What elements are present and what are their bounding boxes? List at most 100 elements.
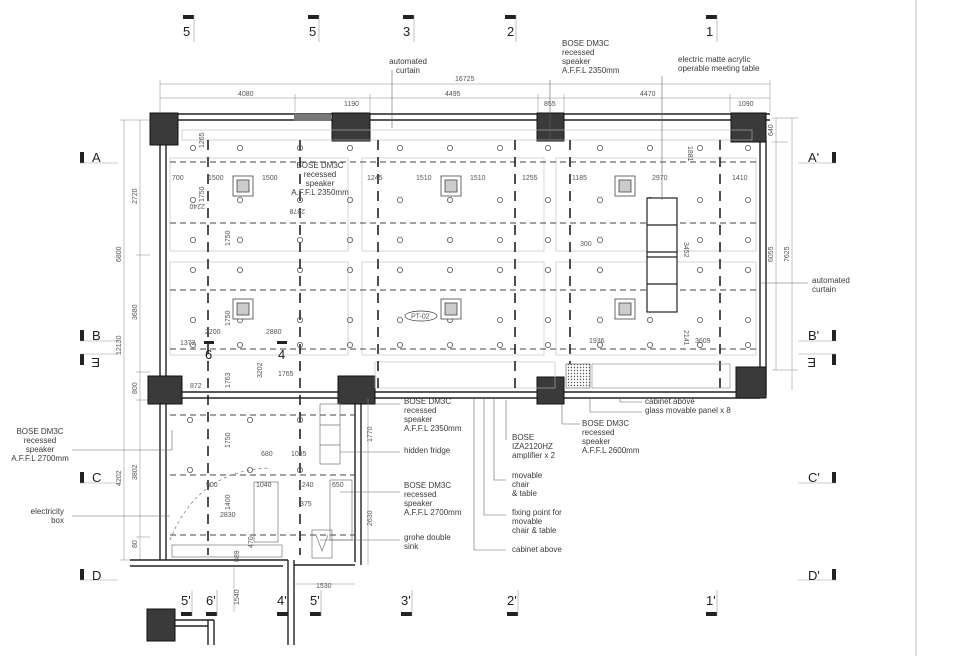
dim-top-0: 4080 (238, 91, 254, 98)
dim-right-0: 640 (768, 124, 775, 136)
downlight-icon (296, 416, 303, 423)
column (337, 375, 376, 405)
svg-text:680: 680 (261, 451, 273, 458)
grid-label-left-0: A (92, 150, 101, 165)
downlight-icon (296, 266, 303, 273)
svg-text:PT-02: PT-02 (411, 314, 430, 321)
downlight-icon (236, 196, 243, 203)
svg-text:2630: 2630 (367, 510, 374, 526)
downlight-icon (545, 144, 552, 151)
downlight-icon (396, 266, 403, 273)
curtain-box (294, 114, 331, 121)
dim-row2-5: 3202 (257, 362, 264, 378)
glass-panel-strip (591, 363, 731, 389)
dim-top-5: 1090 (738, 101, 754, 108)
downlight-icon (745, 341, 752, 348)
annotation-cabinet-above-low: cabinet above (512, 545, 562, 554)
downlight-icon (396, 341, 403, 348)
svg-text:889: 889 (234, 550, 241, 562)
downlight-icon (697, 236, 704, 243)
downlight-icon (186, 416, 193, 423)
dim-overall-width: 16725 (455, 76, 475, 83)
grid-label-bottom-5: 2' (507, 593, 517, 608)
downlight-icon (296, 466, 303, 473)
dim-room-c-5: 3452 (682, 242, 689, 258)
column (146, 608, 176, 642)
column (149, 112, 179, 146)
downlight-icon (697, 144, 704, 151)
downlight-icon (296, 341, 303, 348)
ceiling-speakers (232, 175, 636, 320)
downlight-icon (296, 316, 303, 323)
downlight-icon (446, 341, 453, 348)
dim-row2-2: 2880 (266, 329, 282, 336)
svg-text:375: 375 (300, 501, 312, 508)
grid-label-bottom-6: 1' (706, 593, 716, 608)
leader-lines (72, 70, 808, 551)
downlight-icon (496, 316, 503, 323)
dim-row2-0: 1750 (225, 230, 232, 246)
svg-text:1750: 1750 (225, 432, 232, 448)
dim-room-b-4: 2878 (289, 207, 305, 214)
downlight-icon (545, 316, 552, 323)
interior-label-6: 6 (205, 347, 212, 362)
dim-top-4: 4470 (640, 91, 656, 98)
grid-tick (505, 15, 516, 19)
svg-text:2830: 2830 (220, 512, 236, 519)
elevation-mark-left: E (91, 355, 100, 370)
downlight-icon (745, 266, 752, 273)
downlight-icon (745, 316, 752, 323)
grid-label-top-1: 5 (309, 24, 316, 39)
downlight-icon (496, 196, 503, 203)
downlight-icon (545, 236, 552, 243)
grid-markers-top (183, 15, 717, 19)
downlight-icon (745, 196, 752, 203)
dim-row2-6: 1765 (278, 371, 294, 378)
dim-room-b-2: 1510 (470, 175, 486, 182)
svg-text:1240: 1240 (298, 482, 314, 489)
dim-left-inner-2: 800 (132, 382, 139, 394)
svg-text:900: 900 (206, 482, 218, 489)
grid-label-bottom-3: 5' (310, 593, 320, 608)
downlight-icon (346, 196, 353, 203)
dim-room-a-5: 2240 (189, 202, 205, 209)
downlight-icon (236, 266, 243, 273)
downlight-icon (396, 316, 403, 323)
dim-left-outer-2: 4202 (116, 470, 123, 486)
dim-left-outer-1: 12130 (116, 335, 123, 355)
downlight-icon (597, 316, 604, 323)
grid-tick (183, 15, 194, 19)
dim-row2-1: 2200 (205, 329, 221, 336)
grid-label-bottom-0: 5' (181, 593, 191, 608)
dim-left-inner-4: 80 (132, 540, 139, 548)
dim-room-a-1: 1500 (208, 175, 224, 182)
downlight-icon (697, 341, 704, 348)
lower-dimensions: 1763 1750 680 1085 900 1040 1240 650 283… (206, 372, 374, 605)
svg-text:1040: 1040 (256, 482, 272, 489)
grid-label-top-4: 1 (706, 24, 713, 39)
structural-columns (146, 112, 767, 642)
downlight-icon (236, 341, 243, 348)
downlight-icon (597, 144, 604, 151)
grid-label-top-0: 5 (183, 24, 190, 39)
downlight-icon (246, 416, 253, 423)
dim-left-inner-3: 3802 (132, 464, 139, 480)
column (331, 112, 371, 142)
column (536, 376, 565, 405)
dim-room-a-0: 700 (172, 175, 184, 182)
grid-tick (308, 15, 319, 19)
downlight-icon (446, 144, 453, 151)
downlight-icon (189, 144, 196, 151)
downlight-icon (545, 196, 552, 203)
column (730, 112, 767, 143)
dim-row2-3: 1372 (180, 340, 196, 347)
column (735, 366, 767, 399)
downlights (186, 144, 752, 473)
